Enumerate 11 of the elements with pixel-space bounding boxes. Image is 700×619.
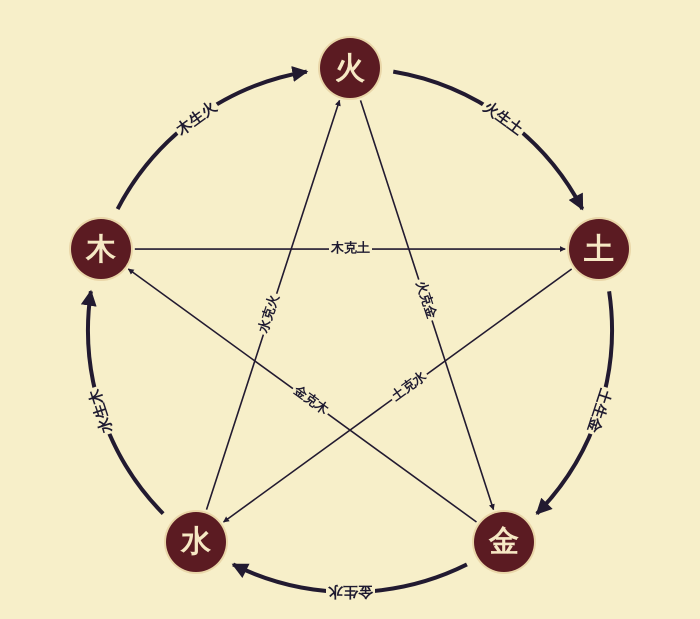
element-circle: 木 bbox=[70, 219, 131, 280]
arrow bbox=[206, 100, 341, 510]
element-circle: 土 bbox=[569, 219, 630, 280]
arrow bbox=[128, 268, 477, 523]
arrow bbox=[134, 246, 566, 252]
element-circle: 火 bbox=[320, 38, 380, 98]
arrow bbox=[360, 100, 495, 510]
arrow bbox=[223, 268, 572, 523]
edge-label: 金生水 bbox=[326, 583, 374, 601]
element-circle: 金 bbox=[474, 512, 534, 572]
element-circle: 水 bbox=[166, 512, 226, 572]
